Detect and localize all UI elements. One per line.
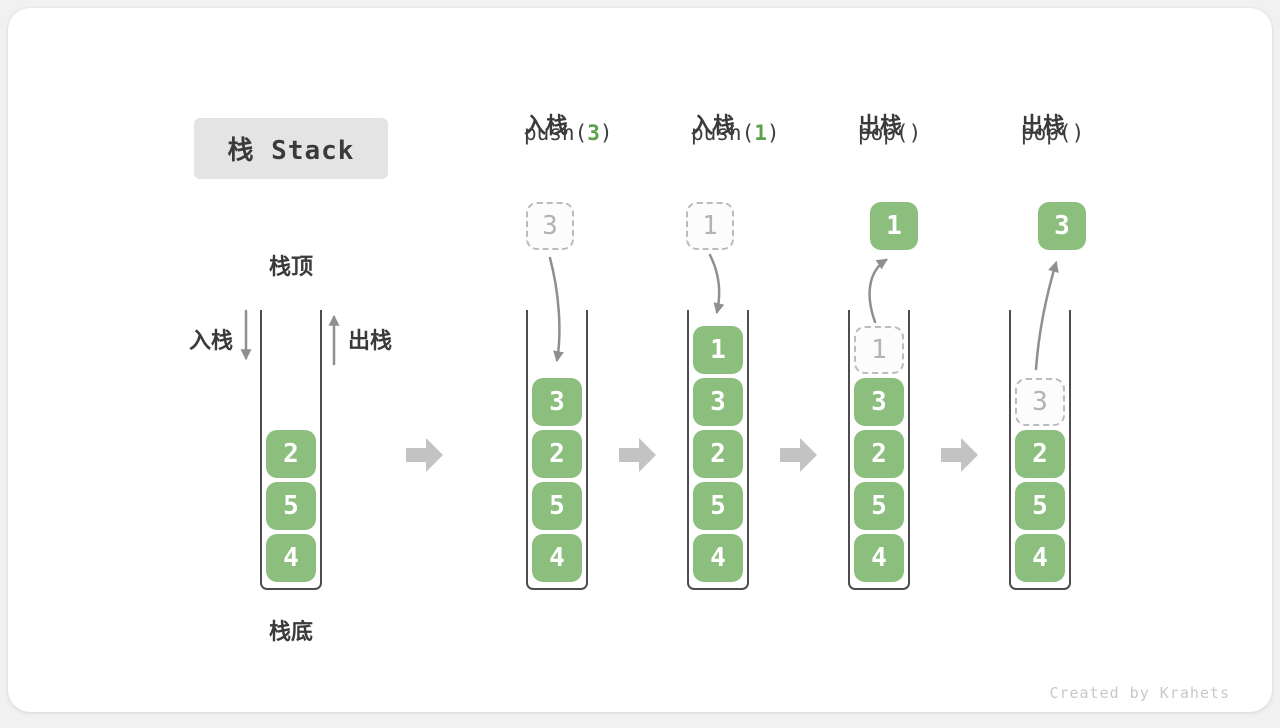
stack-item: 5	[1015, 482, 1065, 530]
op-code: pop()	[1021, 118, 1084, 148]
ghost-item: 3	[1015, 378, 1065, 426]
op-label-zh: 出栈	[1021, 114, 1066, 139]
stack-item: 4	[693, 534, 743, 582]
stack-item: 5	[532, 482, 582, 530]
stack-item: 2	[1015, 430, 1065, 478]
stack-item: 4	[1015, 534, 1065, 582]
op-label-zh: 入栈	[524, 114, 569, 139]
op-label-zh: 入栈	[691, 114, 736, 139]
popped-value: 3	[1038, 202, 1086, 250]
op-label-zh: 出栈	[858, 114, 903, 139]
ghost-item: 1	[854, 326, 904, 374]
stack-item: 4	[266, 534, 316, 582]
step-arrow-icon	[406, 438, 443, 472]
step-arrow-icon	[619, 438, 656, 472]
op-code-text: )	[599, 121, 613, 145]
op-code-arg: 1	[754, 121, 767, 145]
stack-item: 5	[693, 482, 743, 530]
incoming-value: 3	[526, 202, 574, 250]
stack-item: 2	[266, 430, 316, 478]
stack-top-label: 栈顶	[268, 255, 313, 280]
push-1-curve-arrow	[708, 253, 725, 315]
stack-item: 5	[266, 482, 316, 530]
stack-item: 5	[854, 482, 904, 530]
step-arrow-icon	[780, 438, 817, 472]
op-code: pop()	[858, 118, 921, 148]
op-code-text: pop(	[858, 121, 909, 145]
op-code-text: push(	[524, 121, 588, 145]
stack-bottom-label: 栈底	[268, 620, 313, 645]
stack-item: 4	[854, 534, 904, 582]
popped-value: 1	[870, 202, 918, 250]
stack-item: 4	[532, 534, 582, 582]
title-badge: 栈 Stack	[194, 118, 388, 179]
stack-item: 2	[854, 430, 904, 478]
stack-item: 2	[532, 430, 582, 478]
step-arrow-icon	[941, 438, 978, 472]
incoming-value: 1	[686, 202, 734, 250]
push-direction-label: 入栈	[189, 329, 234, 354]
stack-item: 1	[693, 326, 743, 374]
op-code-text: push(	[691, 121, 755, 145]
op-code-arg: 3	[587, 121, 600, 145]
op-code-text: )	[908, 121, 922, 145]
stack-item: 3	[854, 378, 904, 426]
op-code: push(3)	[524, 118, 613, 148]
op-code: push(1)	[691, 118, 780, 148]
op-code-text: pop(	[1021, 121, 1072, 145]
arrows-layer	[240, 253, 1059, 472]
stack-item: 3	[532, 378, 582, 426]
pop-direction-label: 出栈	[348, 329, 393, 354]
op-code-text: )	[1071, 121, 1085, 145]
watermark: Created by Krahets	[1049, 684, 1230, 702]
op-code-text: )	[766, 121, 780, 145]
stack-item: 3	[693, 378, 743, 426]
title-text: 栈 Stack	[227, 136, 355, 166]
stack-item: 2	[693, 430, 743, 478]
